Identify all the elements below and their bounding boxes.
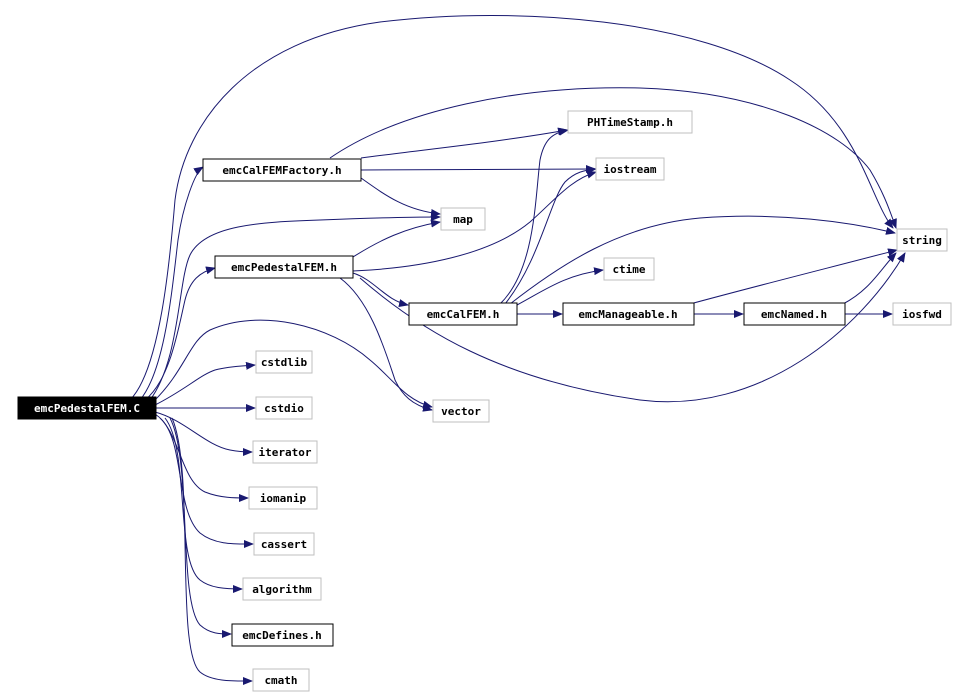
node-emcCalFEMFactory-h[interactable]: emcCalFEMFactory.h	[202, 158, 362, 182]
node-cmath[interactable]: cmath	[252, 668, 310, 692]
node-vector[interactable]: vector	[432, 399, 490, 423]
node-cassert-label: cassert	[261, 538, 307, 551]
node-iostream[interactable]: iostream	[595, 157, 665, 181]
edge-root-emcDefines	[169, 417, 232, 638]
node-cstdio-label: cstdio	[264, 402, 304, 415]
edge-factory-string	[329, 87, 897, 229]
node-emcDefines-h[interactable]: emcDefines.h	[231, 623, 334, 647]
node-emcCalFEM-h-label: emcCalFEM.h	[427, 308, 500, 321]
node-string[interactable]: string	[896, 228, 948, 252]
edge-manageable-string	[689, 248, 898, 305]
edge-calfem-iostream	[504, 165, 597, 305]
edge-pedh-string	[359, 252, 906, 403]
node-root-label: emcPedestalFEM.C	[34, 402, 140, 415]
edge-root-iterator	[154, 411, 253, 456]
node-emcCalFEM-h[interactable]: emcCalFEM.h	[408, 302, 518, 326]
edge-root-string-top	[129, 14, 894, 401]
edge-pedh-vector	[339, 277, 433, 412]
node-algorithm-label: algorithm	[252, 583, 312, 596]
node-ctime-label: ctime	[612, 263, 645, 276]
node-iostream-label: iostream	[604, 163, 657, 176]
node-emcCalFEMFactory-h-label: emcCalFEMFactory.h	[222, 164, 341, 177]
node-emcNamed-h-label: emcNamed.h	[761, 308, 827, 321]
edge-calfem-ctime	[516, 267, 604, 306]
node-cstdlib-label: cstdlib	[261, 356, 308, 369]
edge-factory-map	[360, 177, 441, 217]
node-map[interactable]: map	[440, 207, 486, 231]
node-cstdlib[interactable]: cstdlib	[255, 350, 313, 374]
node-emcPedestalFEM-h-label: emcPedestalFEM.h	[231, 261, 337, 274]
edge-pedh-calfem	[352, 272, 409, 307]
node-emcNamed-h[interactable]: emcNamed.h	[743, 302, 846, 326]
node-emcManageable-h[interactable]: emcManageable.h	[562, 302, 695, 326]
node-iterator[interactable]: iterator	[252, 440, 318, 464]
edge-factory-iostream	[360, 165, 596, 174]
edge-root-algorithm	[164, 417, 243, 593]
node-cstdio[interactable]: cstdio	[255, 396, 313, 420]
edge-root-vector	[154, 319, 433, 409]
node-cmath-label: cmath	[264, 674, 297, 687]
edge-named-string	[842, 252, 897, 305]
edge-root-cassert	[159, 417, 254, 549]
edge-calfem-string	[509, 215, 896, 305]
node-emcPedestalFEM-h[interactable]: emcPedestalFEM.h	[214, 255, 354, 279]
edge-root-emcCalFEMFactory	[139, 166, 204, 401]
edge-calfem-phtimestamp	[499, 127, 569, 305]
edge-pedh-iostream	[352, 170, 597, 272]
node-algorithm[interactable]: algorithm	[242, 577, 322, 601]
node-PHTimeStamp-h[interactable]: PHTimeStamp.h	[567, 110, 693, 134]
edge-pedh-map	[352, 219, 441, 258]
node-string-label: string	[902, 234, 942, 247]
node-emcDefines-h-label: emcDefines.h	[242, 629, 321, 642]
node-iomanip[interactable]: iomanip	[248, 486, 318, 510]
node-iterator-label: iterator	[259, 446, 312, 459]
node-ctime[interactable]: ctime	[603, 257, 655, 281]
node-PHTimeStamp-h-label: PHTimeStamp.h	[587, 116, 673, 129]
node-map-label: map	[453, 213, 473, 226]
edge-root-cmath	[171, 417, 253, 686]
node-iomanip-label: iomanip	[260, 492, 307, 505]
node-vector-label: vector	[441, 405, 481, 418]
edge-factory-phtimestamp	[360, 127, 568, 159]
node-emcManageable-h-label: emcManageable.h	[578, 308, 677, 321]
node-iosfwd-label: iosfwd	[902, 308, 942, 321]
node-iosfwd[interactable]: iosfwd	[892, 302, 952, 326]
edge-root-cstdlib	[154, 361, 256, 406]
edge-root-iomanip	[154, 413, 249, 502]
edge-root-map	[149, 213, 441, 401]
node-root[interactable]: emcPedestalFEM.C	[17, 396, 157, 420]
node-cassert[interactable]: cassert	[253, 532, 315, 556]
